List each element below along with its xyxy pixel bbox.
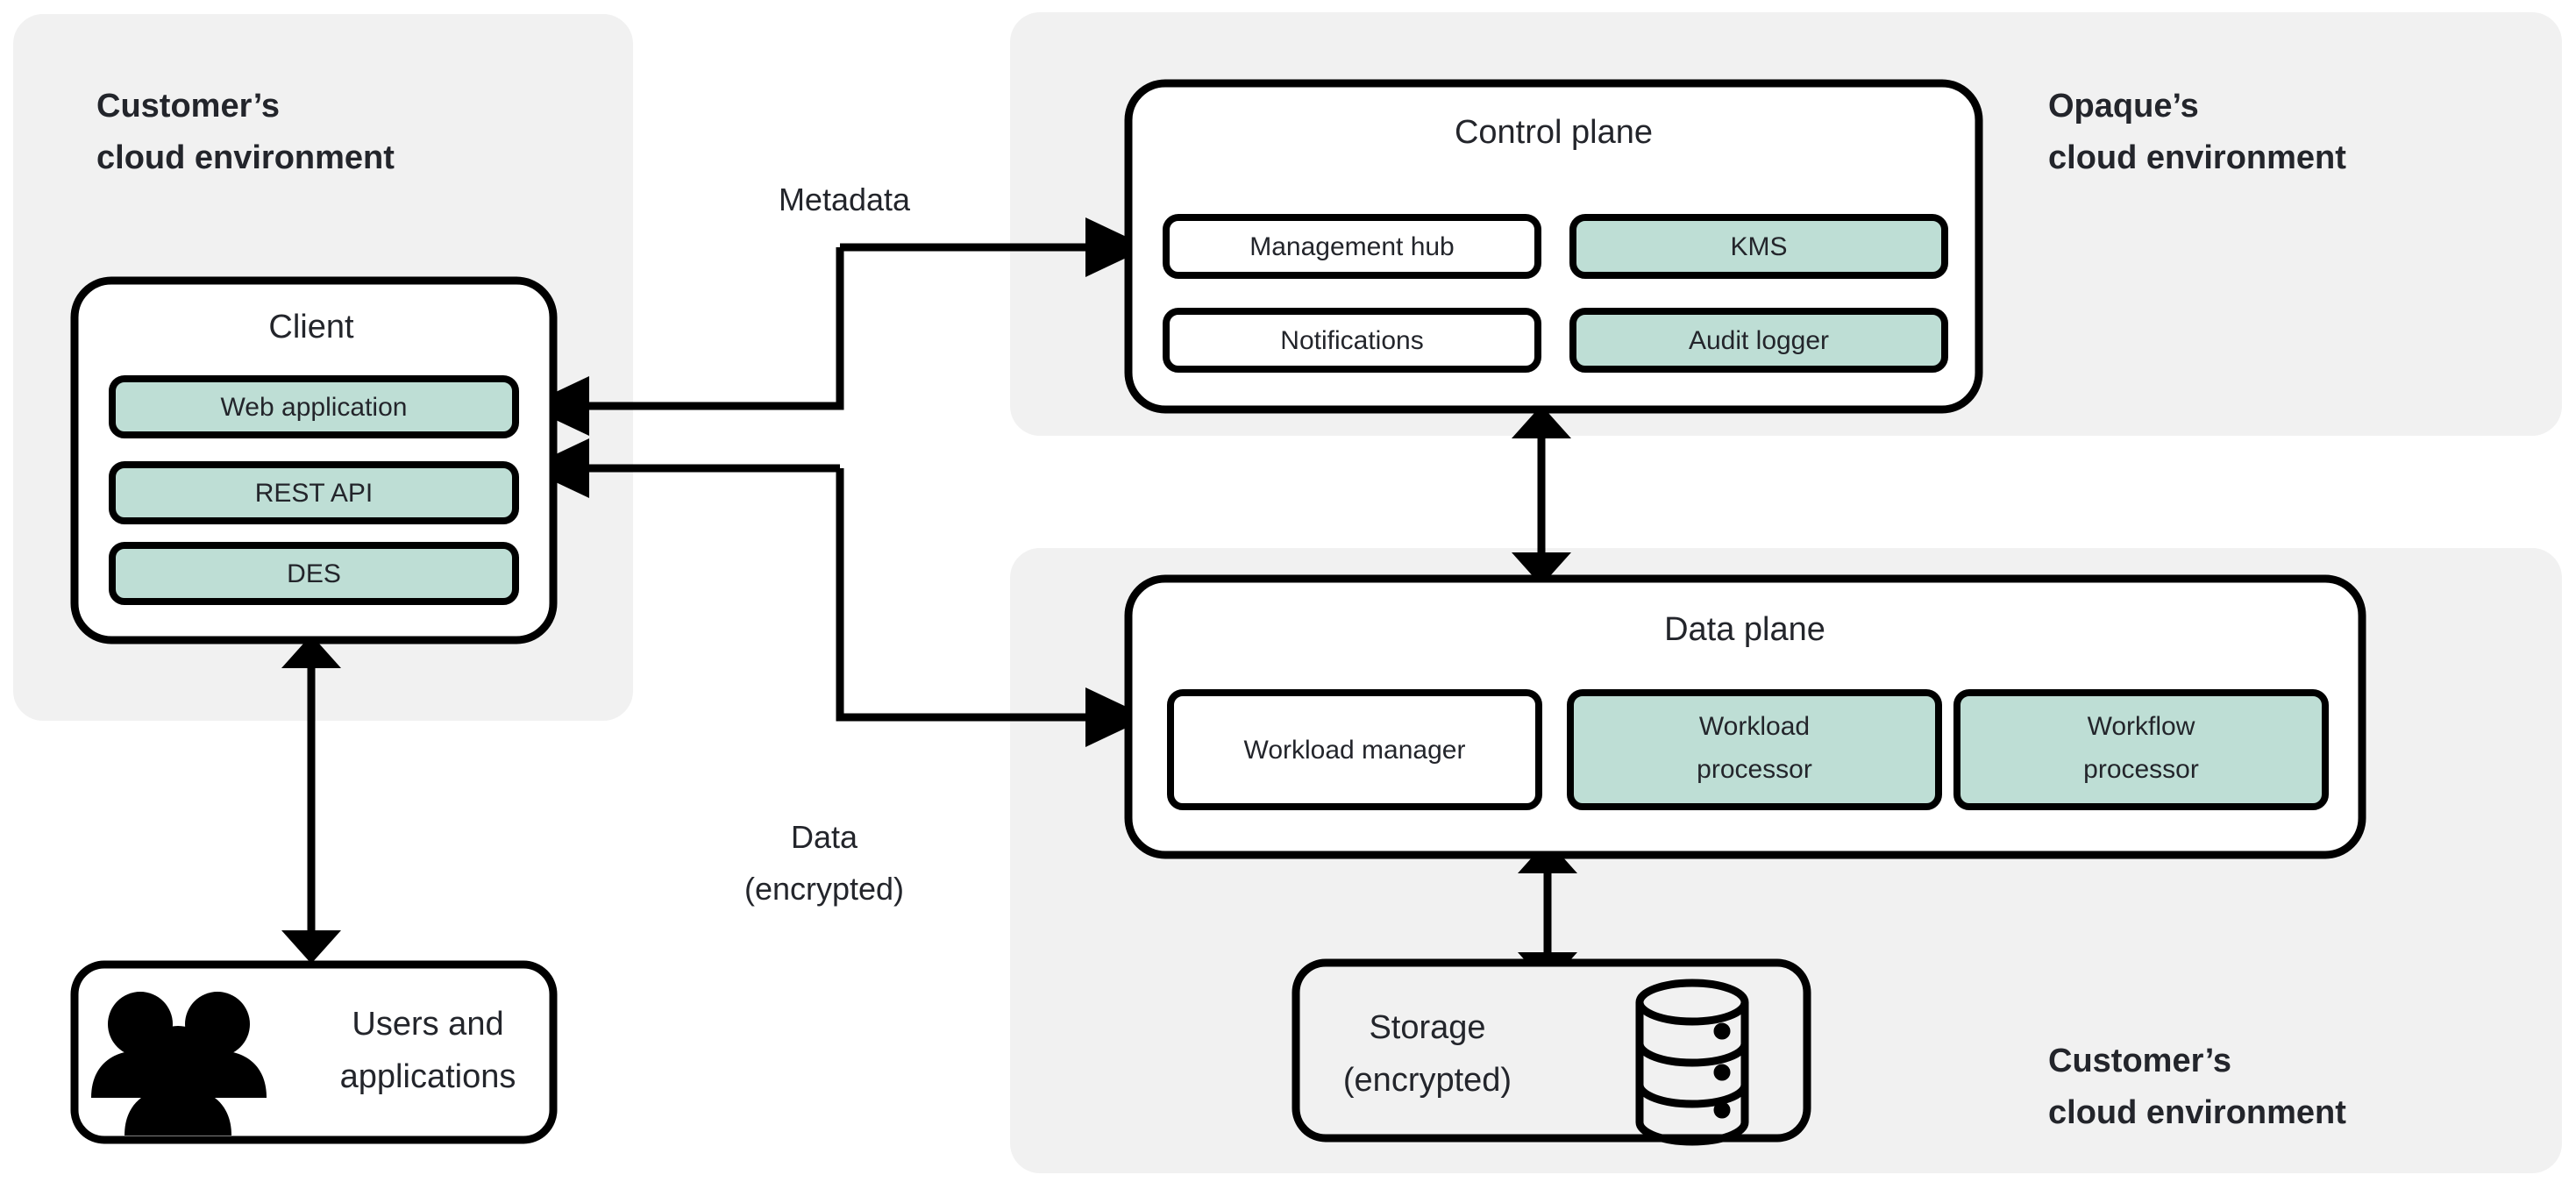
data-plane-title: Data plane (1664, 611, 1825, 648)
zone-opaque-top-label-line2: cloud environment (2048, 139, 2346, 176)
control-plane-component-label: KMS (1730, 232, 1787, 261)
client-component-label: Web application (221, 393, 408, 422)
data-plane-component-label-line1: Workflow (2088, 712, 2195, 741)
edge-label-data-line1: Data (791, 819, 858, 855)
control-plane-title: Control plane (1455, 114, 1653, 151)
control-plane-component-management-hub[interactable]: Management hub (1163, 214, 1541, 279)
users-label-line2: applications (340, 1058, 516, 1095)
users-and-applications-box[interactable]: Users and applications (70, 960, 558, 1144)
storage-label-line2: (encrypted) (1343, 1062, 1512, 1099)
storage-label-line1: Storage (1369, 1009, 1485, 1046)
data-plane-component-label-line2: processor (1697, 755, 1812, 784)
zone-customer-bottom-label-line1: Customer’s (2048, 1043, 2231, 1079)
edge-label-data-line2: (encrypted) (744, 871, 904, 907)
client-component-label: REST API (255, 479, 374, 508)
data-plane-component-workload-processor[interactable]: Workload processor (1567, 689, 1942, 810)
connector-control-plane-data-plane (1512, 405, 1571, 586)
connector-metadata-to-control-plane (840, 217, 1149, 277)
control-plane-component-label: Audit logger (1689, 326, 1829, 355)
users-label-line1: Users and (352, 1006, 503, 1043)
control-plane-box[interactable]: Control plane Management hub KMS Notific… (1124, 79, 1983, 414)
users-group-icon (91, 992, 267, 1136)
data-plane-box[interactable]: Data plane Workload manager Workload pro… (1124, 574, 2366, 859)
connector-client-users (281, 635, 341, 964)
control-plane-component-audit-logger[interactable]: Audit logger (1569, 308, 1948, 373)
database-icon (1635, 979, 1749, 1146)
zone-opaque-top-label-line1: Opaque’s (2048, 88, 2199, 125)
zone-customer-left-label-line2: cloud environment (96, 139, 395, 176)
zone-customer-bottom-label-line2: cloud environment (2048, 1094, 2346, 1131)
control-plane-component-label: Management hub (1249, 232, 1455, 261)
client-box[interactable]: Client Web application REST API DES (70, 276, 558, 644)
data-plane-component-workload-manager[interactable]: Workload manager (1167, 689, 1542, 810)
zone-customer-left-label-line1: Customer’s (96, 88, 280, 125)
client-title: Client (268, 309, 354, 345)
data-plane-component-label-line2: processor (2083, 755, 2199, 784)
connector-data-to-data-plane (836, 468, 1149, 747)
client-component-rest-api[interactable]: REST API (109, 461, 519, 524)
control-plane-component-notifications[interactable]: Notifications (1163, 308, 1541, 373)
storage-box[interactable]: Storage (encrypted) (1292, 958, 1811, 1146)
connector-data-to-client (526, 438, 840, 498)
data-plane-component-label: Workload manager (1244, 736, 1466, 765)
client-component-des[interactable]: DES (109, 542, 519, 605)
control-plane-component-kms[interactable]: KMS (1569, 214, 1948, 279)
client-component-label: DES (287, 559, 341, 588)
control-plane-component-label: Notifications (1280, 326, 1423, 355)
data-plane-component-label-line1: Workload (1699, 712, 1810, 741)
connector-metadata-to-client (526, 247, 844, 436)
client-component-web-application[interactable]: Web application (109, 375, 519, 438)
data-plane-component-workflow-processor[interactable]: Workflow processor (1953, 689, 2329, 810)
edge-label-metadata: Metadata (779, 182, 911, 217)
